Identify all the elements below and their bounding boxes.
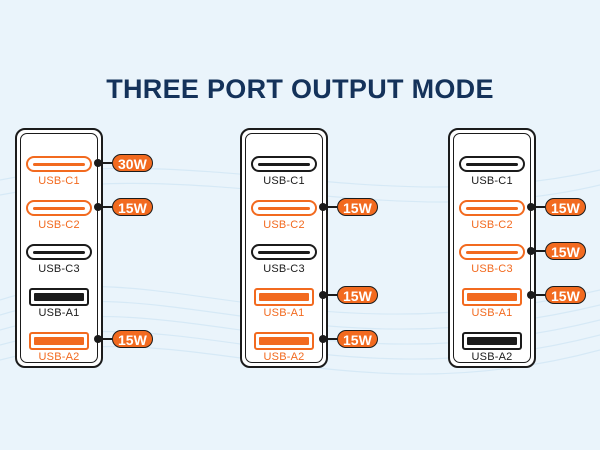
port-label: USB-A2: [471, 351, 513, 363]
connector-line: [98, 338, 112, 340]
port-label: USB-C2: [38, 219, 80, 231]
power-badge: 15W: [112, 330, 153, 348]
port-label: USB-C2: [263, 219, 305, 231]
power-badge: 15W: [545, 286, 586, 304]
port-usb-c3: USB-C3: [17, 238, 101, 278]
power-badge: 15W: [112, 198, 153, 216]
port-label: USB-C1: [471, 175, 513, 187]
port-label: USB-A1: [38, 307, 80, 319]
power-badge: 15W: [545, 198, 586, 216]
power-badge: 15W: [337, 330, 378, 348]
port-label: USB-C1: [263, 175, 305, 187]
usb-c-port-icon: [459, 244, 525, 260]
usb-a-port-icon: [29, 332, 89, 350]
usb-c-port-icon: [459, 156, 525, 172]
connector-line: [323, 294, 337, 296]
usb-c-port-icon: [459, 200, 525, 216]
port-label: USB-C3: [263, 263, 305, 275]
port-label: USB-C3: [38, 263, 80, 275]
connector-line: [531, 294, 545, 296]
usb-a-port-icon: [462, 332, 522, 350]
port-usb-c2: USB-C2: [17, 194, 101, 234]
power-badge: 15W: [337, 286, 378, 304]
port-usb-a1: USB-A1: [242, 282, 326, 322]
port-usb-a2: USB-A2: [450, 326, 534, 366]
usb-c-port-icon: [251, 244, 317, 260]
port-usb-c1: USB-C1: [17, 150, 101, 190]
port-usb-c2: USB-C2: [450, 194, 534, 234]
connector-line: [98, 206, 112, 208]
connector-line: [531, 250, 545, 252]
port-usb-c2: USB-C2: [242, 194, 326, 234]
port-label: USB-C3: [471, 263, 513, 275]
connector-line: [323, 338, 337, 340]
port-label: USB-A2: [38, 351, 80, 363]
usb-a-port-icon: [254, 332, 314, 350]
port-usb-a1: USB-A1: [17, 282, 101, 322]
power-badge: 15W: [337, 198, 378, 216]
port-label: USB-A2: [263, 351, 305, 363]
connector-line: [531, 206, 545, 208]
port-usb-a2: USB-A2: [242, 326, 326, 366]
port-label: USB-A1: [471, 307, 513, 319]
port-label: USB-C2: [471, 219, 513, 231]
power-badge: 30W: [112, 154, 153, 172]
usb-a-port-icon: [29, 288, 89, 306]
usb-c-port-icon: [26, 200, 92, 216]
usb-c-port-icon: [251, 156, 317, 172]
usb-c-port-icon: [26, 244, 92, 260]
port-usb-a2: USB-A2: [17, 326, 101, 366]
port-label: USB-C1: [38, 175, 80, 187]
port-usb-c3: USB-C3: [242, 238, 326, 278]
port-usb-c3: USB-C3: [450, 238, 534, 278]
usb-c-port-icon: [26, 156, 92, 172]
usb-a-port-icon: [254, 288, 314, 306]
connector-line: [98, 162, 112, 164]
usb-c-port-icon: [251, 200, 317, 216]
power-badge: 15W: [545, 242, 586, 260]
connector-line: [323, 206, 337, 208]
port-usb-c1: USB-C1: [242, 150, 326, 190]
page-title: THREE PORT OUTPUT MODE: [106, 74, 494, 104]
port-usb-a1: USB-A1: [450, 282, 534, 322]
port-usb-c1: USB-C1: [450, 150, 534, 190]
port-label: USB-A1: [263, 307, 305, 319]
usb-a-port-icon: [462, 288, 522, 306]
